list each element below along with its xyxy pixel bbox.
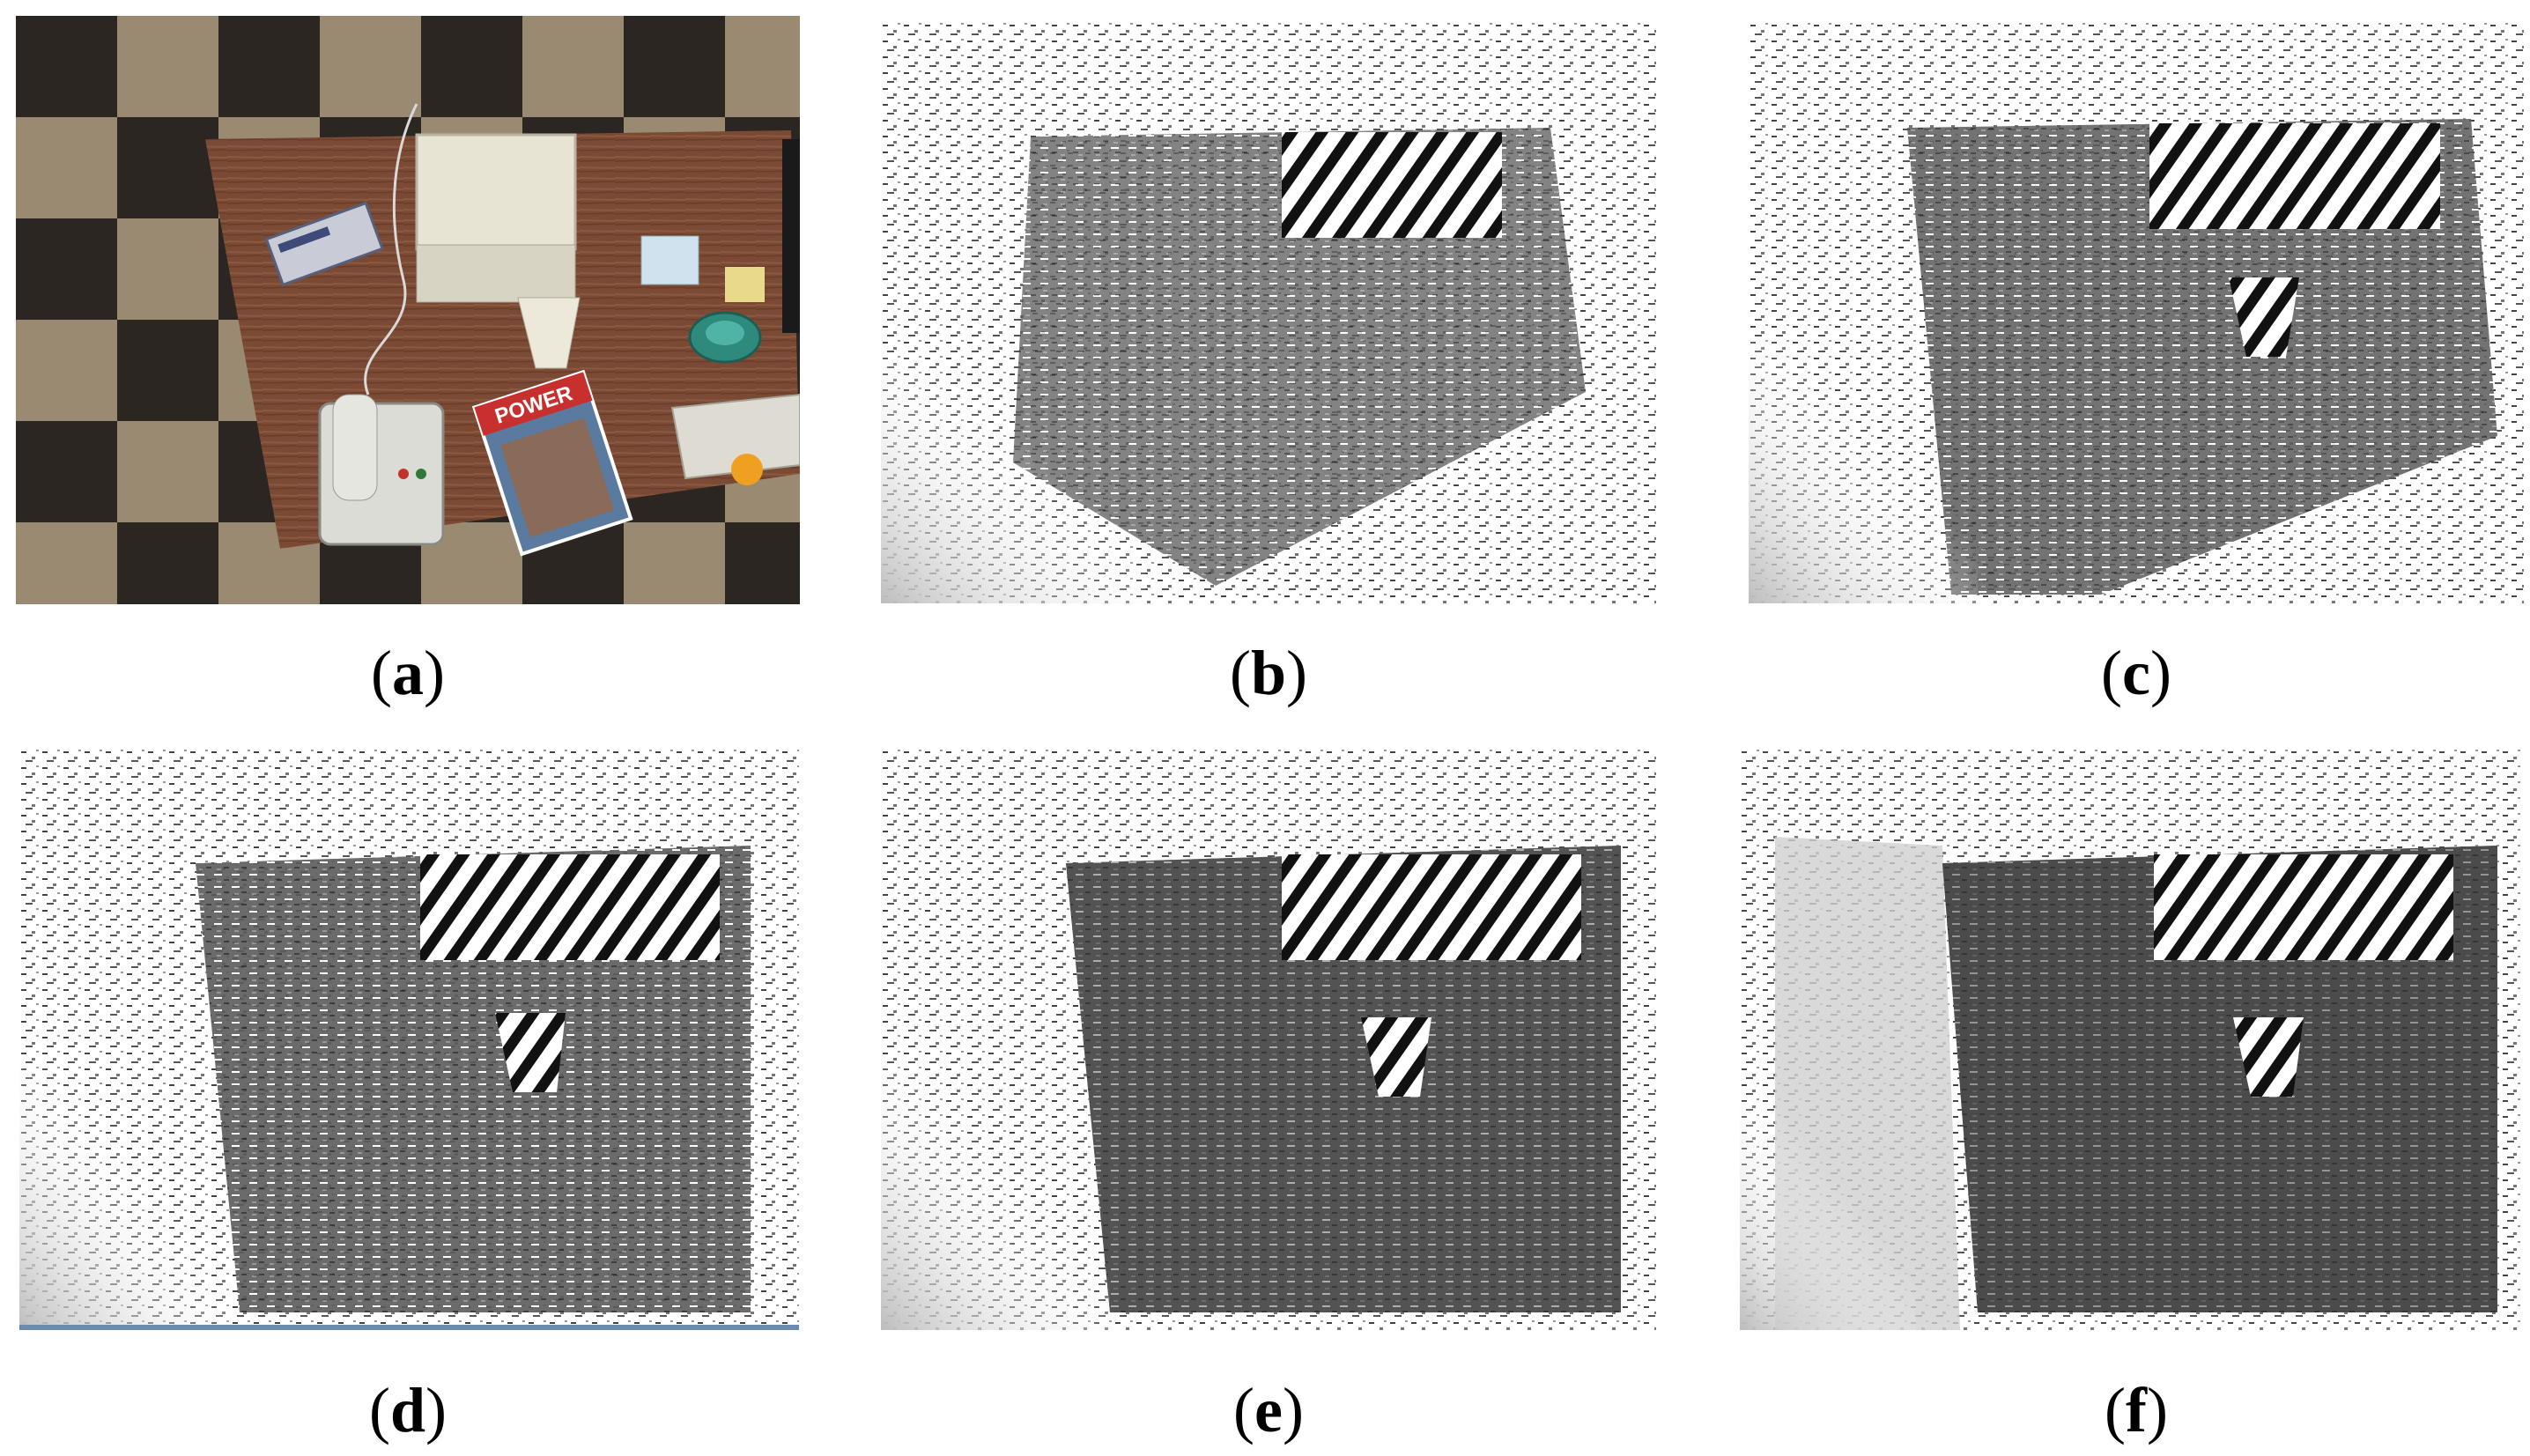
caption-d: (d) [368, 1375, 447, 1445]
telephone [318, 394, 445, 546]
caption-e: (e) [1233, 1375, 1304, 1445]
monitor-edge [782, 139, 800, 333]
scanner-device [264, 201, 384, 287]
scene-illustration: POWER [16, 16, 800, 604]
depth-map-e [881, 749, 1656, 1330]
orange [731, 454, 763, 485]
cup [688, 311, 762, 364]
panel-e-depth-map [881, 749, 1656, 1330]
depth-map-f [1740, 749, 2524, 1330]
caption-c: (c) [2101, 638, 2171, 708]
magazine: POWER [471, 369, 633, 557]
panel-f-depth-map [1740, 749, 2524, 1330]
caption-a: (a) [371, 638, 445, 708]
keyboard [670, 393, 800, 480]
caption-f: (f) [2105, 1375, 2168, 1445]
sticky-note [725, 267, 765, 302]
caption-b: (b) [1229, 638, 1307, 708]
cable [364, 103, 418, 395]
depth-map-b [881, 22, 1656, 603]
panel-a-scene-image: POWER [16, 16, 800, 604]
panel-b-depth-map [881, 22, 1656, 603]
printer [415, 133, 699, 369]
depth-map-c [1749, 22, 2524, 603]
panel-d-depth-map [19, 749, 799, 1330]
panel-c-depth-map [1749, 22, 2524, 603]
depth-map-d [19, 749, 799, 1330]
